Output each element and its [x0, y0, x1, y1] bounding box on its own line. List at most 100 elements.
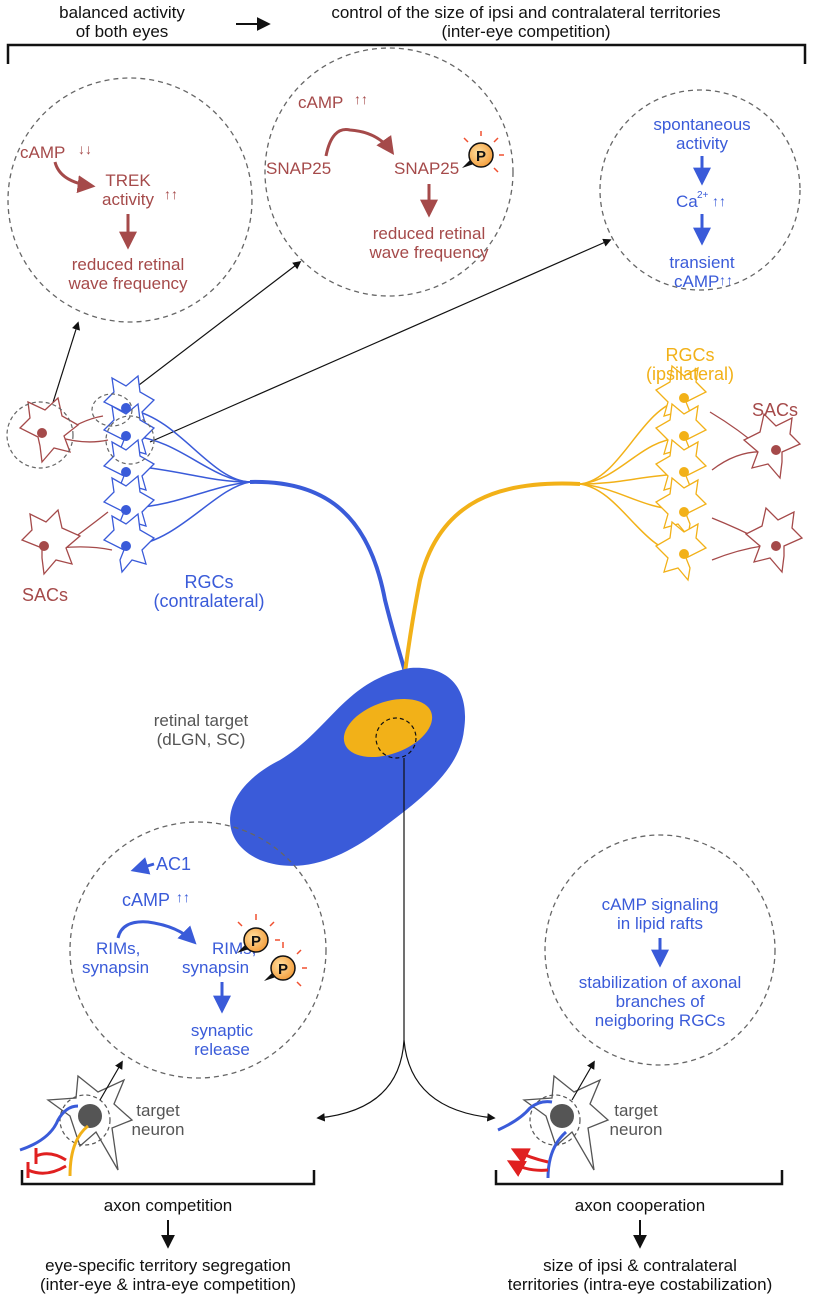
ac1-phospho-label-1: P	[251, 933, 261, 950]
trek-camp-label: cAMP	[20, 143, 65, 162]
camp-to-trek-arrow	[53, 161, 96, 194]
up-arrows-icon: ↑↑	[176, 889, 190, 905]
ac1-pathway-circle: AC1 cAMP ↑↑ RIMs, synapsin RIMs, synapsi…	[69, 821, 327, 1079]
arrow-to-lipid-circle	[571, 1060, 595, 1101]
competition-label: axon competition	[104, 1196, 233, 1215]
rgc-highlight-small	[91, 393, 133, 427]
sacs-left-label: SACs	[22, 585, 68, 605]
cooperation-bracket	[494, 1170, 784, 1186]
phospho-icon: P	[237, 914, 280, 953]
sac-cell	[742, 412, 802, 480]
coop-neuron-line2: neuron	[610, 1120, 663, 1139]
arrow-to-ac1-circle	[99, 1060, 123, 1101]
snap-phospho-arrow	[324, 128, 395, 157]
contralateral-retina: SACs RGCs (contralateral)	[6, 374, 407, 673]
spont-camp-label: cAMP	[674, 272, 719, 291]
up-arrows-icon: ↑↑	[712, 193, 726, 209]
target-neuron	[522, 1074, 610, 1171]
cooperation-outcome-line2: territories (intra-eye costabilization)	[508, 1275, 773, 1294]
target-neuron	[46, 1074, 134, 1171]
ac1-camp-label: cAMP	[122, 890, 170, 910]
axon-competition-panel: target neuron axon competition eye-speci…	[19, 1060, 316, 1294]
rims-right-line2: synapsin	[182, 958, 249, 977]
trek-activity-label: activity	[102, 190, 154, 209]
rgc-cell	[654, 520, 708, 582]
cooperation-outcome-line1: size of ipsi & contralateral	[543, 1256, 737, 1275]
inhibition-icon	[26, 1148, 67, 1178]
rgc-contra-line2: (contralateral)	[153, 591, 264, 611]
contralateral-axon-2	[546, 1130, 568, 1179]
header-left-line1: balanced activity	[59, 3, 185, 22]
rims-phospho-arrow	[116, 920, 197, 945]
comp-neuron-line2: neuron	[132, 1120, 185, 1139]
snap25-pathway-circle: cAMP ↑↑ SNAP25 SNAP25 P reduced retinal …	[264, 47, 514, 297]
snap-camp-label: cAMP	[298, 93, 343, 112]
contralateral-optic-tract	[249, 479, 407, 673]
rgc-cell	[654, 438, 708, 500]
rgc-highlight-large	[105, 415, 155, 465]
lipid-result-line3: neigboring RGCs	[595, 1011, 725, 1030]
target-zoom-circle	[375, 717, 417, 759]
lipid-raft-circle: cAMP signaling in lipid rafts stabilizat…	[544, 834, 776, 1066]
competition-outcome-line1: eye-specific territory segregation	[45, 1256, 291, 1275]
up-arrows-icon: ↑↑	[164, 186, 178, 202]
axon-cooperation-panel: target neuron axon cooperation size of i…	[494, 1060, 784, 1294]
trek-label: TREK	[105, 171, 151, 190]
target-line1: retinal target	[154, 711, 249, 730]
competition-outcome-line2: (inter-eye & intra-eye competition)	[40, 1275, 296, 1294]
trek-circle-outline	[7, 77, 253, 323]
lipid-result-line2: branches of	[616, 992, 705, 1011]
phospho-icon: P	[264, 942, 307, 987]
arrow-to-trek-circle	[49, 321, 80, 413]
sac-cell	[18, 396, 80, 464]
ipsilateral-optic-tract	[403, 481, 581, 673]
spont-line1: spontaneous	[653, 115, 750, 134]
target-line2: (dLGN, SC)	[157, 730, 246, 749]
ac1-label: AC1	[156, 854, 191, 874]
synapse-highlight-circle	[529, 1094, 581, 1146]
lipid-line1: cAMP signaling	[602, 895, 719, 914]
lipid-circle-outline	[544, 834, 776, 1066]
phospho-icon: P	[462, 131, 504, 173]
rgc-ipsi-line1: RGCs	[666, 345, 715, 365]
sac-cell	[20, 508, 82, 576]
rgc-contra-line1: RGCs	[185, 572, 234, 592]
snap-result-line1: reduced retinal	[373, 224, 485, 243]
header-left-line2: of both eyes	[76, 22, 169, 41]
rgc-ipsi-line2: (ipsilateral)	[646, 364, 734, 384]
ipsilateral-territory	[343, 698, 433, 758]
comp-neuron-line1: target	[136, 1101, 180, 1120]
contralateral-axon	[19, 1104, 79, 1152]
snap-result-line2: wave frequency	[368, 243, 489, 262]
ipsilateral-axon	[68, 1124, 89, 1177]
calcium-label: Ca	[676, 192, 698, 211]
down-arrows-icon: ↓↓	[78, 141, 92, 157]
rgc-cell	[102, 512, 156, 574]
ac1-result-line1: synaptic	[191, 1021, 254, 1040]
retinal-target: retinal target (dLGN, SC)	[154, 667, 466, 866]
up-arrows-icon: ↑↑	[719, 272, 733, 288]
header-right-line1: control of the size of ipsi and contrala…	[331, 3, 720, 22]
spont-line2: activity	[676, 134, 728, 153]
branch-arrows	[316, 758, 496, 1122]
lipid-line2: in lipid rafts	[617, 914, 703, 933]
rims-left-line1: RIMs,	[96, 939, 140, 958]
ac1-arrow	[130, 857, 155, 875]
lipid-result-line1: stabilization of axonal	[579, 973, 742, 992]
snap-phospho-label: P	[476, 148, 486, 165]
sacs-right-label: SACs	[752, 400, 798, 420]
arrow-to-snap-circle	[121, 260, 302, 399]
sac-highlight-circle	[6, 401, 74, 469]
contralateral-territory	[230, 667, 466, 866]
ac1-phospho-label-2: P	[278, 961, 288, 978]
rgc-cell	[654, 476, 708, 538]
ac1-result-line2: release	[194, 1040, 250, 1059]
cooperation-arrows-icon	[506, 1148, 549, 1177]
competition-bracket	[20, 1170, 316, 1186]
synapse-highlight-circle	[59, 1094, 111, 1146]
cooperation-label: axon cooperation	[575, 1196, 705, 1215]
spont-circle-outline	[599, 89, 801, 291]
ipsilateral-retina: RGCs (ipsilateral) SACs	[403, 345, 804, 673]
trek-result-line2: wave frequency	[67, 274, 188, 293]
spontaneous-activity-circle: spontaneous activity Ca 2+ ↑↑ transient …	[599, 89, 801, 291]
